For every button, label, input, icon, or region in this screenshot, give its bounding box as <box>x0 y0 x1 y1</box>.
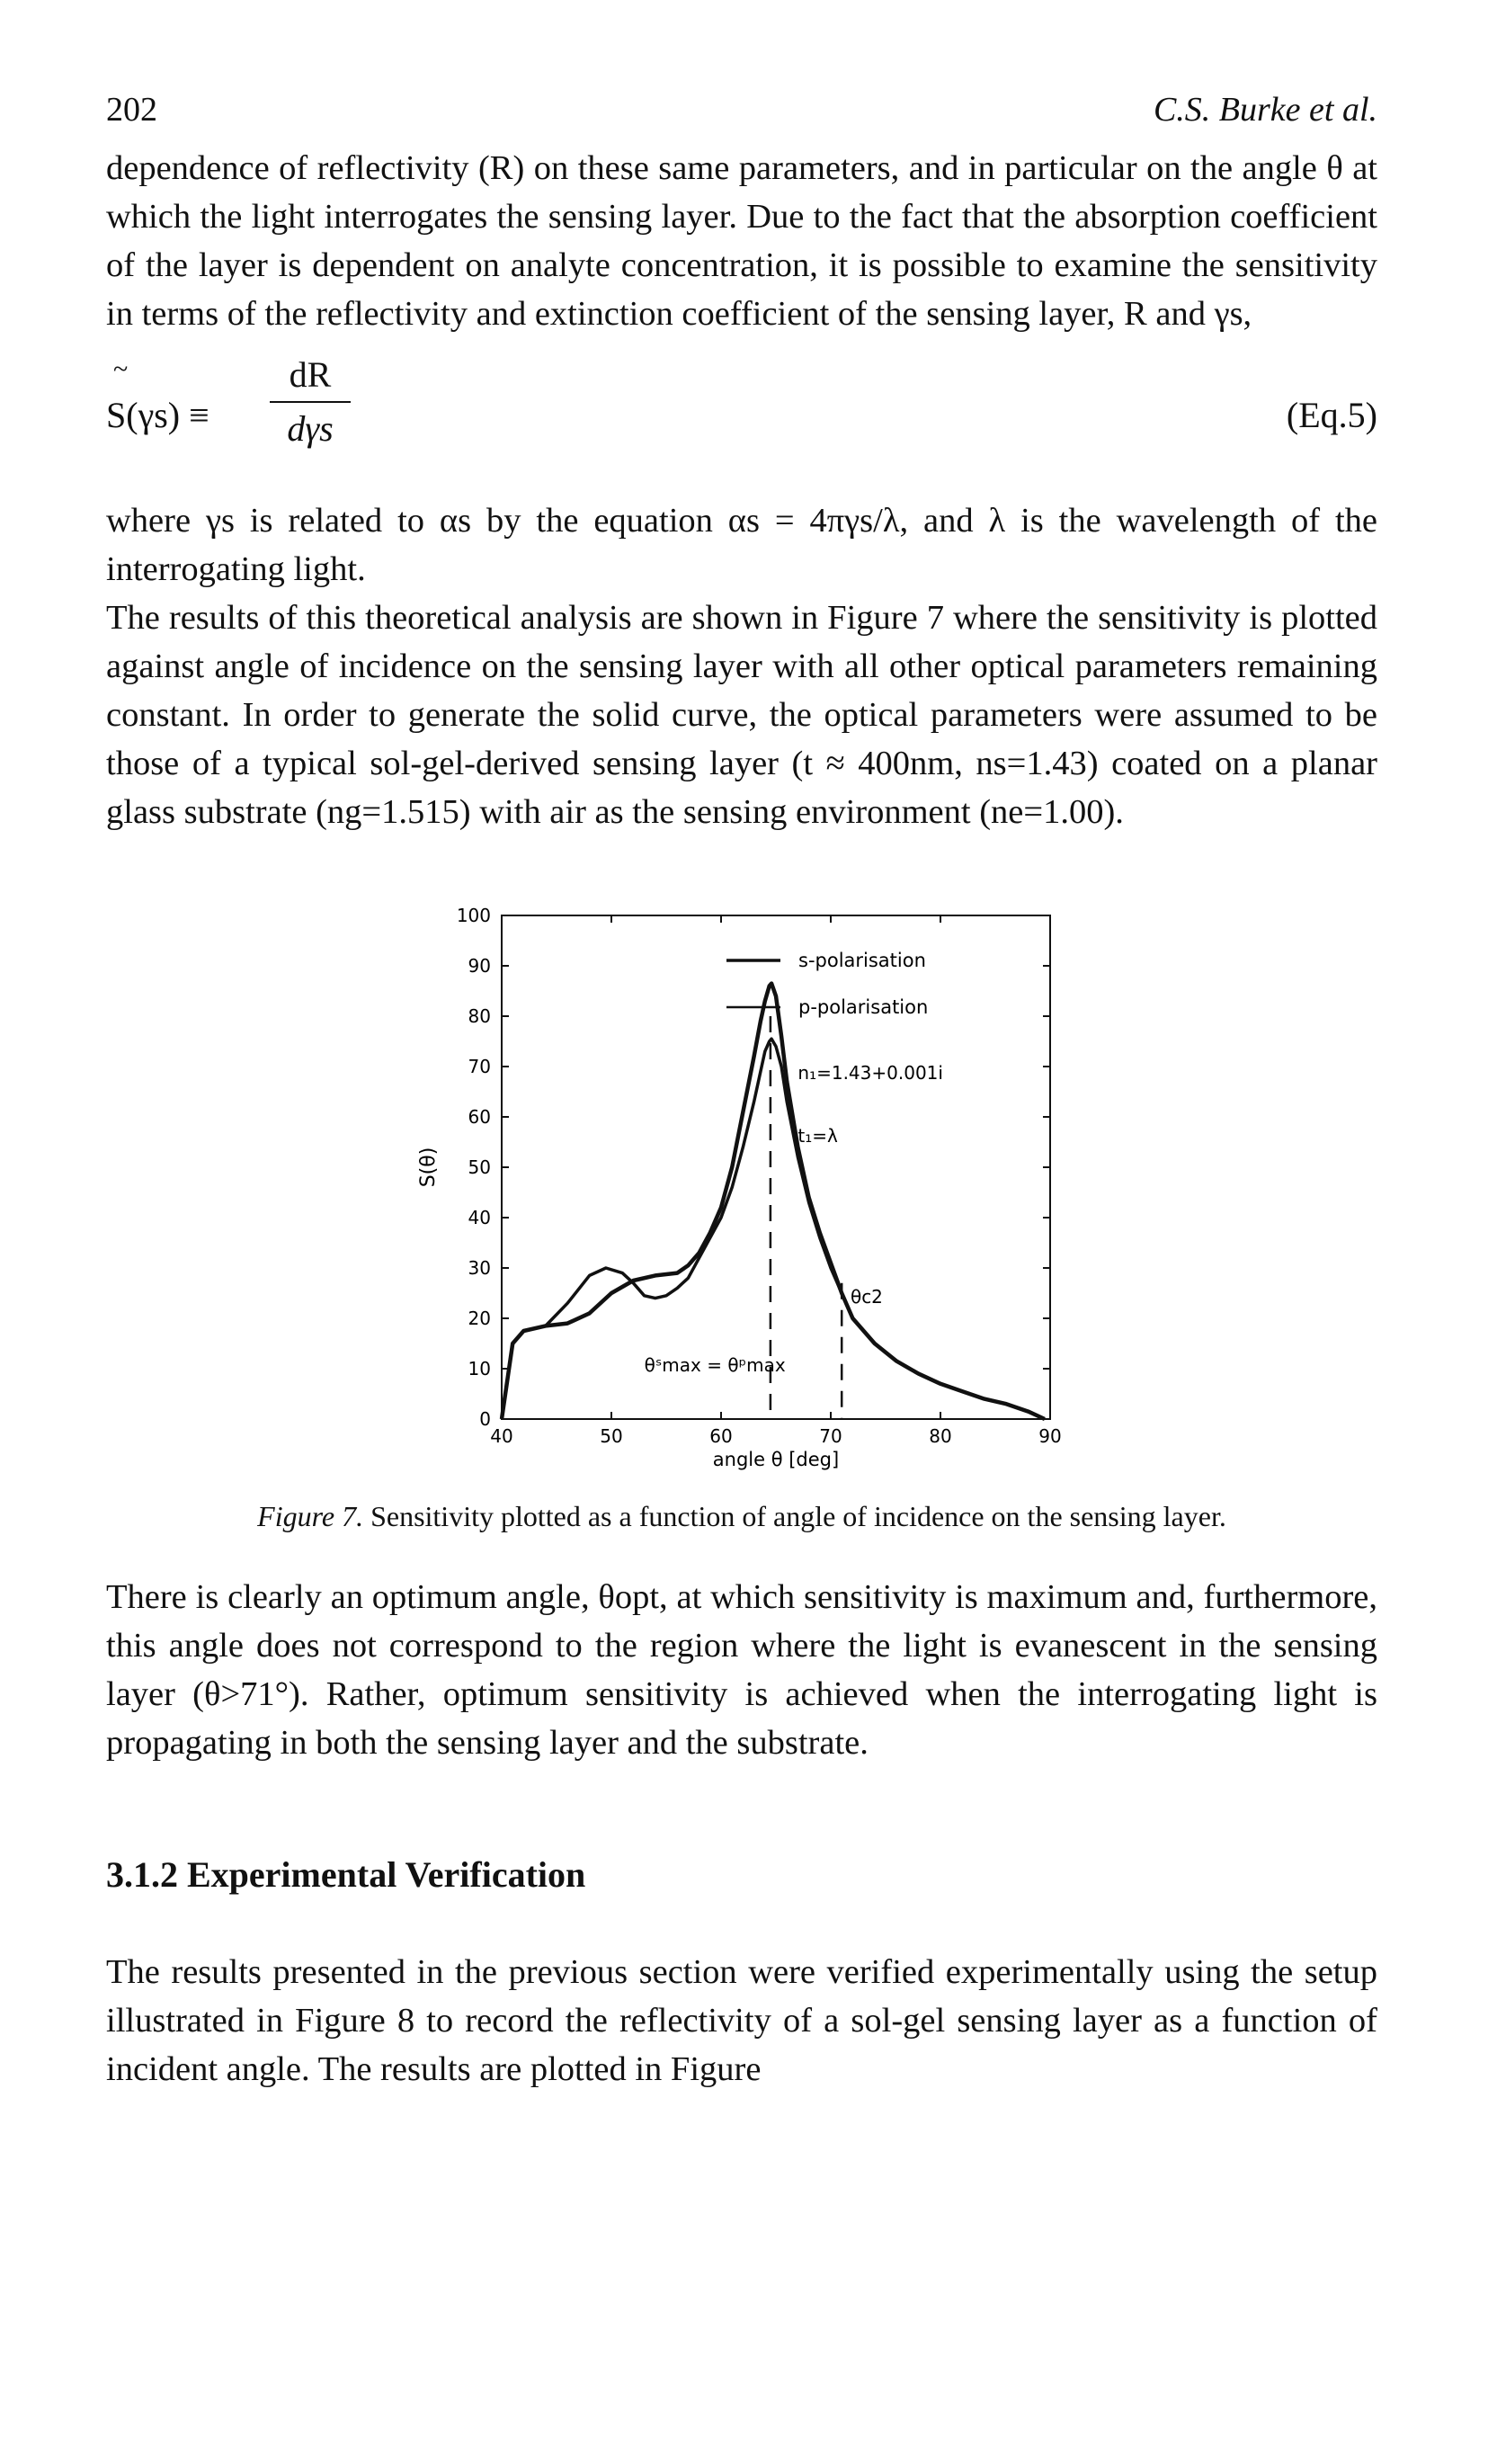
annotation-thickness: t₁=λ <box>797 1125 838 1147</box>
y-tick-label: 80 <box>468 1005 491 1027</box>
sensitivity-chart: 0 10 20 30 40 50 60 70 80 90 100 40 50 60 70 80 90 angle … <box>417 905 1062 1470</box>
caption-label: Figure 7. <box>257 1500 364 1532</box>
series-line-p-polarisation <box>500 1037 1046 1421</box>
annotation-max-angle: θˢmax = θᵖmax <box>645 1354 786 1376</box>
paragraph-3: The results of this theoretical analysis… <box>106 599 1377 831</box>
legend-label: s-polarisation <box>798 950 926 971</box>
legend-label: p-polarisation <box>798 996 928 1018</box>
equation-lhs: S(γs) ≡ <box>106 395 209 435</box>
running-header: 202 C.S. Burke et al. <box>106 90 1377 144</box>
annotation-layer-index: n₁=1.43+0.001i <box>797 1062 943 1084</box>
y-tick-label: 10 <box>468 1358 491 1379</box>
equation-numerator: dR <box>289 354 332 395</box>
x-tick-label: 60 <box>709 1425 732 1447</box>
page: 202 C.S. Burke et al. dependence of refl… <box>106 90 1377 2094</box>
section-heading: 3.1.2 Experimental Verification <box>106 1854 586 1895</box>
y-tick-label: 20 <box>468 1308 491 1329</box>
y-tick-label: 50 <box>468 1156 491 1178</box>
x-tick-label: 90 <box>1038 1425 1061 1447</box>
figure-7: 0 10 20 30 40 50 60 70 80 90 100 40 50 60 70 80 90 angle … <box>106 888 1377 1482</box>
y-tick-label: 30 <box>468 1257 491 1279</box>
equation-tilde: ~ <box>113 354 129 384</box>
page-number: 202 <box>106 91 157 129</box>
fraction-bar <box>270 401 351 403</box>
figure-caption: Figure 7. Sensitivity plotted as a funct… <box>106 1500 1377 1533</box>
running-authors: C.S. Burke et al. <box>1153 91 1377 129</box>
equation-5: ~ S(γs) ≡ dR dγs (Eq.5) <box>106 351 1377 486</box>
y-tick-label: 60 <box>468 1106 491 1128</box>
annotation-critical-angle: θc2 <box>851 1286 883 1308</box>
y-tick-label: 90 <box>468 955 491 977</box>
x-tick-label: 80 <box>929 1425 951 1447</box>
y-axis-label: S(θ) <box>417 1147 440 1188</box>
caption-text: Sensitivity plotted as a function of ang… <box>370 1500 1226 1532</box>
paragraph-4: There is clearly an optimum angle, θopt,… <box>106 1578 1377 1762</box>
paragraph-1: dependence of reflectivity (R) on these … <box>106 149 1377 333</box>
x-tick-label: 70 <box>819 1425 842 1447</box>
equation-label: (Eq.5) <box>1286 395 1377 435</box>
x-tick-label: 40 <box>490 1425 512 1447</box>
y-tick-label: 40 <box>468 1207 491 1228</box>
equation-denominator: dγs <box>287 408 334 449</box>
paragraph-5: The results presented in the previous se… <box>106 1953 1377 2088</box>
y-tick-label: 0 <box>479 1408 491 1430</box>
paragraph-2: where γs is related to αs by the equatio… <box>106 502 1377 588</box>
y-tick-label: 70 <box>468 1056 491 1077</box>
x-axis-label: angle θ [deg] <box>713 1449 839 1470</box>
x-tick-label: 50 <box>600 1425 622 1447</box>
equation-fraction: dR dγs <box>270 351 351 453</box>
y-tick-label: 100 <box>457 905 491 926</box>
